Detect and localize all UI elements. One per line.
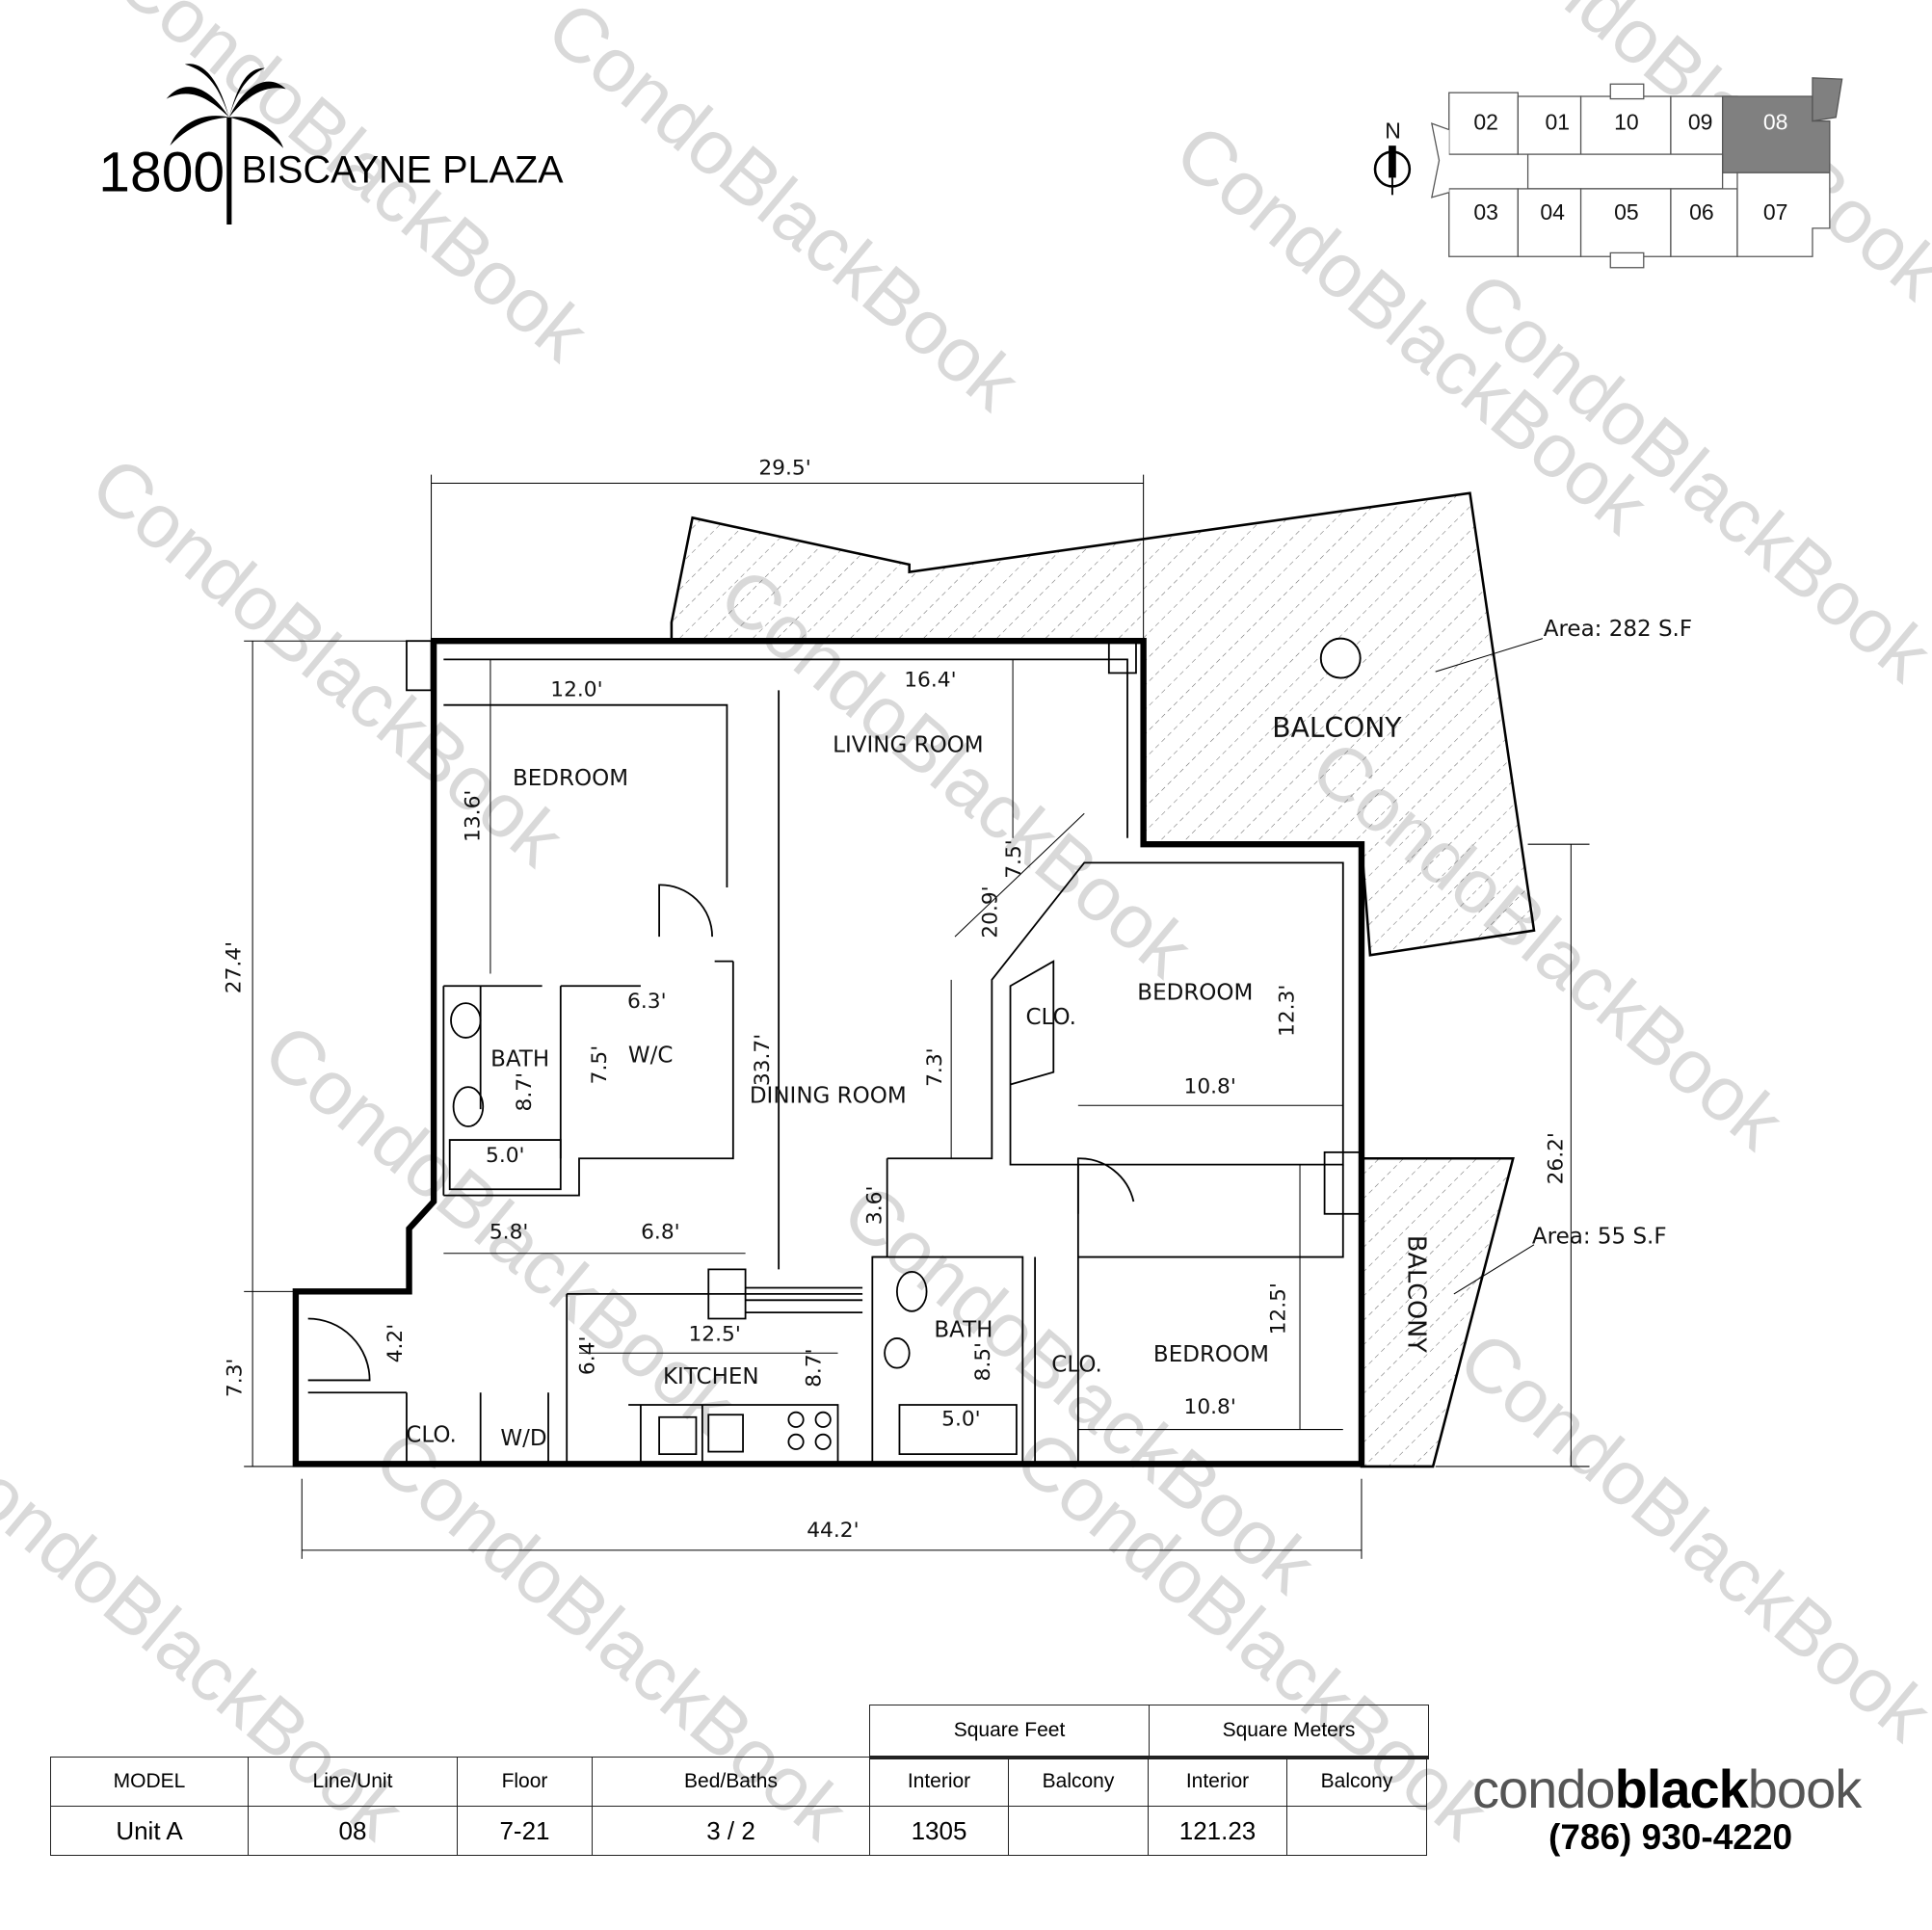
dimension-label: 5.8': [490, 1220, 529, 1244]
dimension-label: 16.4': [904, 669, 956, 693]
keyplan-unit[interactable]: 04: [1540, 199, 1565, 225]
interior-walls: [307, 658, 1344, 1465]
balcony-area: Area: 55 S.F: [1532, 1224, 1667, 1249]
room-label-closet: CLO.: [1051, 1352, 1102, 1377]
logo-number: 1800: [98, 141, 225, 203]
dimension-label: 12.3': [1276, 985, 1300, 1037]
watermark: CondoBlackBook: [532, 0, 1036, 427]
compass-icon: N: [1373, 118, 1412, 196]
column-header: Interior: [1148, 1757, 1287, 1807]
table-cell-sqm-balcony: [1286, 1806, 1427, 1856]
dimension-label: 10.8': [1184, 1395, 1236, 1419]
dimension-label: 20.9': [978, 886, 1002, 938]
square-feet-header: Square Feet: [869, 1705, 1150, 1759]
dimension-label: 7.3': [923, 1047, 947, 1087]
brand-logo: condoblackbook: [1472, 1758, 1862, 1819]
keyplan-unit[interactable]: 07: [1763, 199, 1788, 225]
room-label-bath: BATH: [490, 1046, 549, 1071]
room-label-wc: W/C: [628, 1044, 674, 1069]
dimension-label: 7.3': [224, 1359, 248, 1398]
dimension-label: 6.8': [641, 1220, 680, 1244]
keyplan-unit[interactable]: 06: [1689, 199, 1714, 225]
watermark: CondoBlackBook: [1443, 1314, 1932, 1757]
keyplan-unit[interactable]: 01: [1545, 110, 1570, 135]
building-logo: 1800 BISCAYNE PLAZA: [98, 64, 564, 225]
column-header: Floor: [457, 1757, 593, 1807]
svg-text:N: N: [1385, 118, 1401, 143]
dimension-label: 3.6': [862, 1186, 887, 1226]
watermark: CondoBlackBook: [76, 440, 580, 883]
table-cell-sqm-interior: 121.23: [1148, 1806, 1287, 1856]
table-header-row: MODEL Line/Unit Floor Bed/Baths Interior…: [50, 1757, 1427, 1807]
table-row: Unit A 08 7-21 3 / 2 1305 121.23: [50, 1806, 1427, 1856]
table-cell-model: Unit A: [50, 1806, 249, 1856]
dimension-label: 6.4': [575, 1336, 599, 1376]
keyplan-unit[interactable]: 05: [1614, 199, 1639, 225]
table-cell-bed-baths: 3 / 2: [592, 1806, 870, 1856]
side-balcony: [1360, 1156, 1515, 1468]
key-plan: N 02 01 10 09 08 0: [1373, 77, 1843, 269]
column-header: Interior: [869, 1757, 1009, 1807]
dimension-label: 44.2': [807, 1519, 859, 1543]
area-group-headers: Square Feet Square Meters: [869, 1705, 1429, 1759]
table-cell-sqft-balcony: [1008, 1806, 1149, 1856]
table-cell-floor: 7-21: [457, 1806, 593, 1856]
dimension-label: 4.2': [384, 1324, 408, 1363]
room-label-living-room: LIVING ROOM: [833, 732, 983, 757]
dimension-label: 29.5': [758, 457, 810, 481]
dimension-label: 13.6': [461, 790, 485, 842]
dimension-label: 8.7': [803, 1348, 827, 1388]
keyplan-unit-selected[interactable]: 08: [1763, 110, 1788, 135]
dimension-label: 5.0': [941, 1408, 981, 1432]
dimension-label: 33.7': [751, 1034, 775, 1086]
square-meters-header: Square Meters: [1149, 1705, 1429, 1759]
room-label-bedroom: BEDROOM: [1153, 1342, 1269, 1367]
dimension-label: 7.5': [588, 1045, 612, 1085]
keyplan-unit[interactable]: 09: [1688, 110, 1713, 135]
dimension-label: 12.5': [1267, 1282, 1291, 1335]
room-label-kitchen: KITCHEN: [663, 1364, 759, 1389]
dimension-label: 8.5': [971, 1342, 995, 1382]
keyplan-unit[interactable]: 03: [1473, 199, 1498, 225]
dimension-label: 10.8': [1184, 1074, 1236, 1098]
dimension-label: 7.5': [1002, 839, 1026, 879]
dimension-label: 5.0': [486, 1144, 525, 1168]
keyplan-unit[interactable]: 02: [1473, 110, 1498, 135]
room-label-balcony: BALCONY: [1272, 712, 1402, 744]
dimension-label: 27.4': [222, 941, 246, 993]
dimension-label: 12.5': [688, 1323, 740, 1347]
palm-tree-icon: [166, 64, 286, 225]
room-label-washer-dryer: W/D: [500, 1426, 546, 1451]
room-label-bath: BATH: [934, 1318, 992, 1343]
phone-number[interactable]: (786) 930-4220: [1548, 1817, 1793, 1857]
column-header: Line/Unit: [248, 1757, 458, 1807]
exterior-walls: [292, 638, 1365, 1467]
dimension-label: 26.2': [1544, 1132, 1568, 1184]
balcony-area: Area: 282 S.F: [1544, 617, 1692, 642]
room-label-closet: CLO.: [1025, 1005, 1076, 1030]
room-label-balcony: BALCONY: [1402, 1235, 1431, 1353]
dimension-label: 6.3': [627, 990, 667, 1014]
logo-name: BISCAYNE PLAZA: [242, 149, 565, 192]
room-label-bedroom: BEDROOM: [1137, 980, 1253, 1005]
table-cell-sqft-interior: 1305: [869, 1806, 1009, 1856]
column-header: MODEL: [50, 1757, 249, 1807]
column-header: Balcony: [1008, 1757, 1149, 1807]
column-header: Balcony: [1286, 1757, 1427, 1807]
dimension-label: 12.0': [550, 678, 602, 702]
room-label-closet: CLO.: [406, 1422, 457, 1447]
keyplan-unit[interactable]: 10: [1614, 110, 1639, 135]
room-label-bedroom: BEDROOM: [513, 766, 628, 791]
room-label-dining-room: DINING ROOM: [750, 1084, 907, 1109]
column-header: Bed/Baths: [592, 1757, 870, 1807]
watermarks: CondoBlackBook CondoBlackBook CondoBlack…: [0, 0, 1932, 1856]
dimension-label: 8.7': [513, 1072, 537, 1112]
unit-spec-table: MODEL Line/Unit Floor Bed/Baths Interior…: [50, 1757, 1427, 1856]
table-cell-line-unit: 08: [248, 1806, 458, 1856]
dimension-lines: [244, 474, 1590, 1559]
